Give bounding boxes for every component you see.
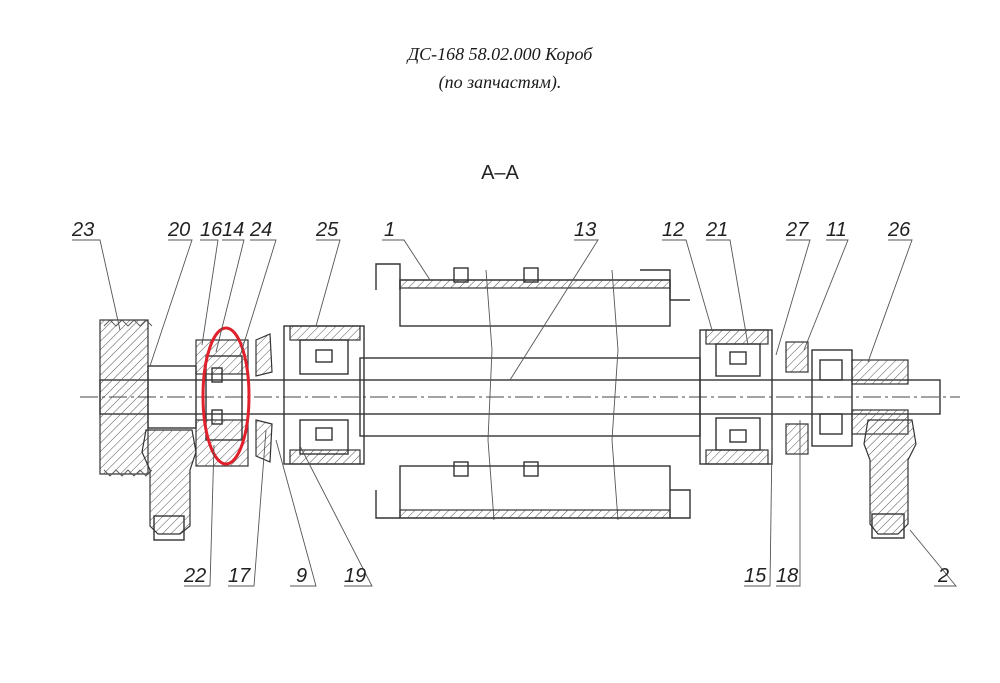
callout-1: 1 [384,219,395,241]
callout-23: 23 [71,219,94,241]
callout-15: 15 [744,565,767,587]
right-bearing-block [699,329,773,465]
callout-22: 22 [183,565,206,587]
callout-17: 17 [228,565,251,587]
callout-13: 13 [574,219,596,241]
callout-11: 11 [826,219,847,241]
box-lower [375,461,691,519]
callout-14: 14 [222,219,244,241]
left-bearing-block [283,325,365,465]
callout-26: 26 [887,219,911,241]
callout-27: 27 [785,219,809,241]
callout-12: 12 [662,219,684,241]
callout-2: 2 [937,565,949,587]
callout-20: 20 [167,219,190,241]
drawing-title: ДС-168 58.02.000 Короб [407,44,593,64]
callout-24: 24 [249,219,272,241]
right-counterweight [863,419,917,539]
callout-9: 9 [296,565,307,587]
callout-25: 25 [315,219,339,241]
right-housing [785,341,853,455]
left-bearing-housing [195,339,249,467]
section-label: А–А [481,162,519,184]
left-counterweight [141,429,197,541]
callout-21: 21 [705,219,728,241]
drawing-subtitle: (по запчастям). [438,72,562,92]
left-pulley [99,319,197,477]
left-collar [255,333,273,463]
leader-lines [72,239,957,587]
callout-19: 19 [344,565,366,587]
box-upper [375,263,690,521]
highlight-ellipse [201,326,251,466]
callout-18: 18 [776,565,798,587]
callout-16: 16 [200,219,223,241]
